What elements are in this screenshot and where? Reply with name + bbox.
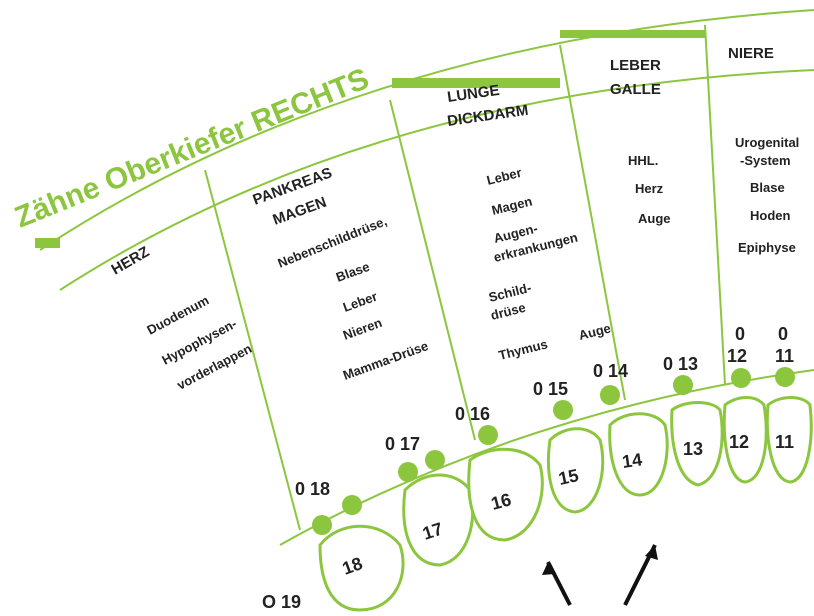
tooth-16: [467, 447, 544, 542]
outer-arc: [39, 9, 814, 251]
tooth-number-14: 14: [621, 449, 644, 472]
leber-band: [560, 30, 705, 38]
arrow-left-head: [542, 562, 555, 575]
tooth-15: [546, 427, 605, 514]
organ-niere: NIERE: [728, 45, 774, 62]
item-urogenital: Urogenital: [735, 135, 799, 150]
item-schild: Schild-: [487, 280, 533, 305]
tooth-18: [318, 524, 405, 612]
item-blase-2: Blase: [750, 180, 785, 195]
tooth-number-11: 11: [775, 432, 794, 452]
arrow-right-head: [645, 545, 658, 560]
herz-band: [35, 238, 60, 248]
sector-divider-3: [559, 44, 626, 401]
item-leber: Leber: [341, 289, 379, 315]
tooth-17: [402, 473, 475, 567]
point-12: [731, 368, 751, 388]
organ-leber: LEBER: [610, 57, 661, 74]
item-hoden: Hoden: [750, 208, 791, 223]
point-label-16: 0 16: [455, 404, 490, 424]
item-system: -System: [740, 153, 791, 168]
point-16: [478, 425, 498, 445]
point-label-11: 11: [775, 346, 794, 366]
point-18a: [312, 515, 332, 535]
point-17b: [425, 450, 445, 470]
point-18b: [342, 495, 362, 515]
item-hhl: HHL.: [628, 153, 658, 168]
point-15: [553, 400, 573, 420]
lunge-band: [392, 78, 560, 88]
inner-arc: [59, 69, 814, 291]
sector-divider-1: [204, 169, 301, 531]
point-label-18: 0 18: [295, 479, 330, 499]
point-label-11-zero: 0: [778, 324, 788, 344]
point-label-17: 0 17: [385, 434, 420, 454]
point-label-13: 0 13: [663, 354, 698, 374]
footer-label: O 19: [262, 592, 301, 612]
item-herz-2: Herz: [635, 181, 664, 196]
item-thymus: Thymus: [497, 336, 549, 363]
tooth-number-12: 12: [729, 432, 749, 452]
item-duodenum: Duodenum: [144, 293, 211, 338]
point-13: [673, 375, 693, 395]
point-label-14: 0 14: [593, 361, 628, 381]
tooth-12: [722, 396, 768, 484]
sector-divider-4: [704, 24, 726, 386]
tooth-number-15: 15: [557, 465, 581, 489]
item-nieren: Nieren: [341, 315, 384, 343]
item-auge-3: Auge: [638, 211, 671, 226]
organ-galle: GALLE: [610, 81, 661, 98]
point-label-12-zero: 0: [735, 324, 745, 344]
tooth-11: [765, 396, 813, 484]
item-mamma: Mamma-Drüse: [341, 338, 430, 383]
point-label-15: 0 15: [533, 379, 568, 399]
item-magen-2: Magen: [490, 193, 534, 218]
item-leber-2: Leber: [485, 165, 523, 188]
point-label-12: 12: [727, 346, 747, 366]
point-11: [775, 367, 795, 387]
item-epiphyse: Epiphyse: [738, 240, 796, 255]
tooth-13: [670, 401, 724, 487]
point-14: [600, 385, 620, 405]
tooth-number-13: 13: [683, 439, 703, 459]
point-17a: [398, 462, 418, 482]
organ-dickdarm: DICKDARM: [446, 102, 529, 130]
item-auge-2: Auge: [577, 320, 612, 342]
sector-divider-2: [389, 99, 476, 441]
item-blase: Blase: [334, 259, 372, 285]
tooth-14: [608, 412, 669, 497]
